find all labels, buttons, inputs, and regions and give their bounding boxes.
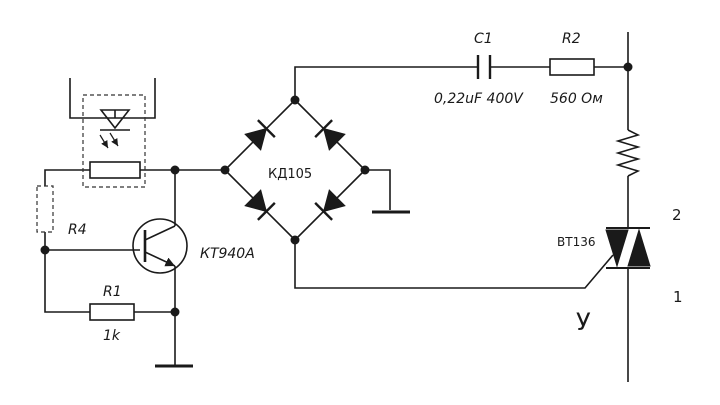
load-resistor-zigzag	[615, 129, 641, 177]
junction-dot	[170, 307, 180, 317]
resistor-r2	[549, 58, 595, 76]
r4-name-label: R4	[68, 222, 87, 238]
transistor-body	[132, 218, 188, 274]
triac-pin2-label: 2	[672, 206, 682, 224]
triac-triangle-down	[605, 229, 629, 268]
resistor-r4-dashed	[36, 185, 54, 233]
led-diode-icon	[99, 109, 131, 131]
triac-label: BT136	[557, 235, 595, 249]
ground-symbols	[155, 210, 410, 368]
r2-name-label: R2	[562, 31, 581, 47]
diode-upper-left	[244, 119, 276, 151]
transistor-label: КТ940А	[200, 246, 255, 262]
optocoupler	[82, 94, 146, 188]
transistor-npn	[132, 218, 188, 274]
junction-dot	[623, 62, 633, 72]
diode-lower-right	[314, 189, 346, 221]
r1-value-label: 1k	[103, 328, 121, 344]
photoresistor	[89, 161, 141, 179]
r4-r1-wire	[44, 232, 175, 313]
diode-bridge	[223, 98, 367, 242]
triac-pin1-label: 1	[673, 288, 683, 306]
bridge-frame	[223, 98, 367, 242]
triac-triangle-up	[627, 228, 651, 267]
bridge-bottom-gate	[294, 240, 614, 289]
bridge-label: КД105	[268, 167, 312, 182]
triac-gate-label: У	[576, 308, 591, 336]
optocoupler-box	[82, 94, 146, 188]
c1-name-label: C1	[474, 31, 493, 47]
diode-upper-right	[314, 119, 346, 151]
light-arrows-icon	[99, 132, 119, 149]
capacitor-c1	[476, 55, 492, 79]
r2-value-label: 560 Ом	[550, 91, 603, 107]
transistor-emitter	[144, 251, 176, 267]
labels: C1 0,22uF 400V R2 560 Ом КД105 R4 КТ940А…	[68, 31, 683, 344]
transistor-collector	[144, 225, 176, 241]
wires	[44, 32, 629, 382]
junction-dot	[170, 165, 180, 175]
c1-value-label: 0,22uF 400V	[434, 91, 524, 107]
junction-dot	[40, 245, 50, 255]
top-wire	[294, 66, 628, 100]
bridge-right-ground	[365, 169, 391, 210]
diode-lower-left	[244, 189, 276, 221]
r1-name-label: R1	[103, 284, 122, 300]
junction-dots	[40, 62, 633, 317]
resistor-r1	[89, 303, 135, 321]
triac	[605, 227, 651, 269]
photo-left-wire	[44, 169, 90, 186]
led-wires	[69, 78, 156, 119]
